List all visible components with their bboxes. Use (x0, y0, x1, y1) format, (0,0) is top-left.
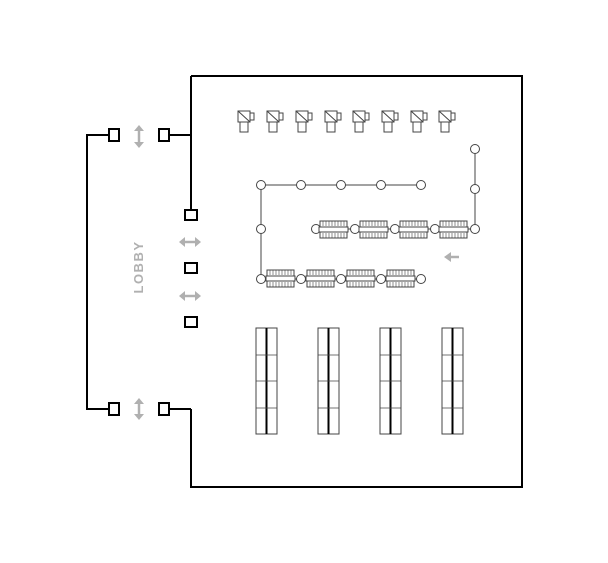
chain-node (296, 180, 306, 190)
wall-unit (324, 110, 342, 133)
door-marker-top-right (158, 128, 170, 142)
rack-unit (318, 220, 349, 239)
door-markers (108, 128, 198, 416)
door-marker-bottom-left (108, 402, 120, 416)
rack-unit (305, 269, 336, 288)
rack-unit (358, 220, 389, 239)
chain-node (256, 274, 266, 284)
chain-node (470, 144, 480, 154)
shelf-bay (317, 327, 340, 435)
double-arrow-horizontal-icon (179, 237, 201, 247)
wall-unit (295, 110, 313, 133)
rack-unit (265, 269, 296, 288)
wall-unit (438, 110, 456, 133)
rack-unit (398, 220, 429, 239)
chain-node (430, 224, 440, 234)
wall-marker-2 (184, 262, 198, 274)
wall-marker-1 (184, 209, 198, 221)
door-marker-top-left (108, 128, 120, 142)
double-arrow-horizontal-icon (179, 291, 201, 301)
wall-unit (381, 110, 399, 133)
shelf-bay (255, 327, 278, 435)
wall-unit (237, 110, 255, 133)
lobby-label: LOBBY (131, 241, 146, 294)
chain-nodes (256, 144, 480, 284)
lobby-area (86, 134, 191, 410)
chain-node (376, 274, 386, 284)
shelf-bay (441, 327, 464, 435)
chain-node (336, 274, 346, 284)
door-marker-bottom-right (158, 402, 170, 416)
chain-node (296, 274, 306, 284)
chain-node (256, 180, 266, 190)
chain-node (256, 224, 266, 234)
wall-unit (266, 110, 284, 133)
chain-node (470, 184, 480, 194)
wall-units (237, 110, 456, 133)
main-room (190, 75, 523, 488)
chain-node (350, 224, 360, 234)
rack-units (265, 220, 469, 288)
rack-unit (438, 220, 469, 239)
chain-path (260, 149, 476, 280)
wall-unit (352, 110, 370, 133)
double-arrow-vertical-icon (134, 398, 144, 420)
chain-node (376, 180, 386, 190)
chain-node (470, 224, 480, 234)
rack-unit (345, 269, 376, 288)
chain-node (416, 180, 426, 190)
wall-unit (410, 110, 428, 133)
shelf-bays (255, 327, 464, 435)
chain-node (390, 224, 400, 234)
double-arrow-vertical-icon (134, 125, 144, 148)
shelf-bay (379, 327, 402, 435)
chain-node (416, 274, 426, 284)
rack-unit (385, 269, 416, 288)
arrow-left-icon (444, 252, 459, 262)
wall-marker-3 (184, 316, 198, 328)
chain-node (336, 180, 346, 190)
